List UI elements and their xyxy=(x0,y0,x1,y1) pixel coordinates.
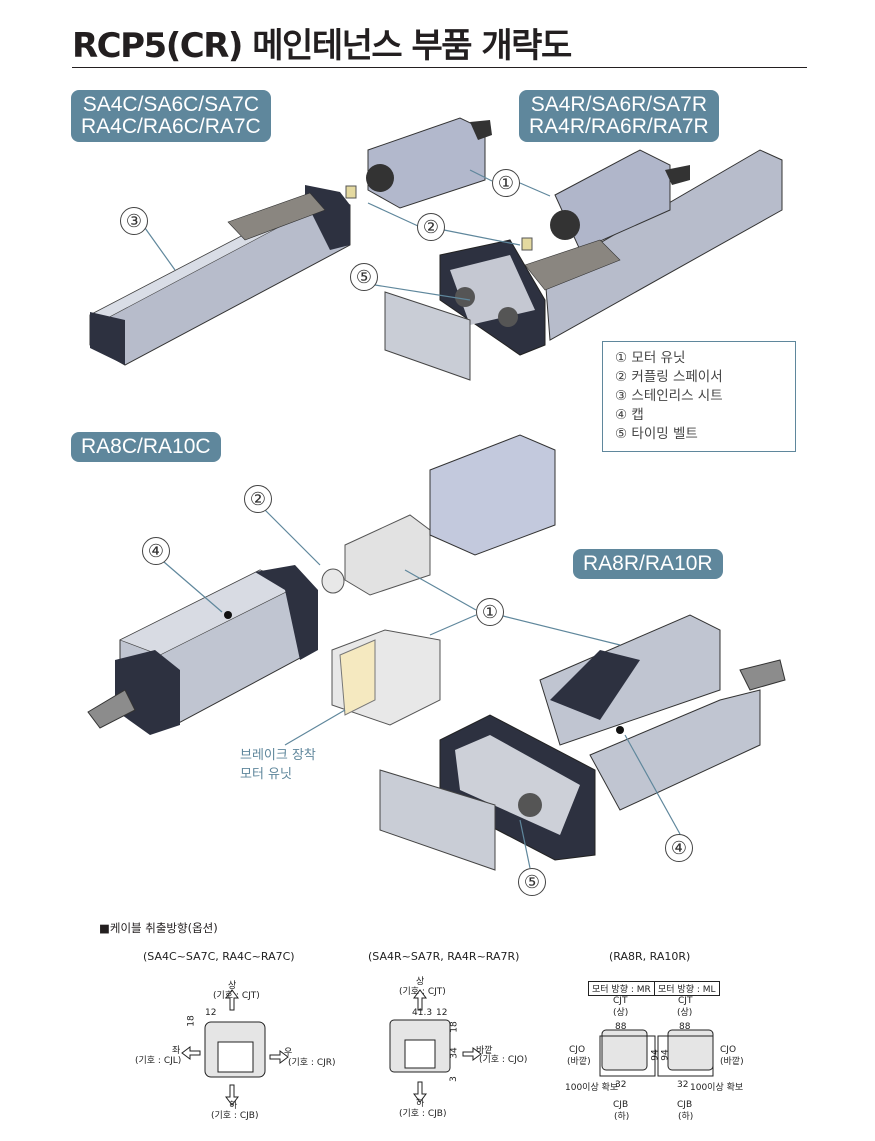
label-line: 모터 유닛 xyxy=(240,767,292,782)
code-top: (기호 : CJT) xyxy=(213,991,260,1001)
dimension: 94 xyxy=(650,1049,661,1061)
legend-item: ④ 캡 xyxy=(615,407,644,423)
direction-bottom: (하) xyxy=(678,1112,694,1122)
clearance-note: 100이상 확보 xyxy=(690,1083,744,1093)
label-line: 브레이크 장착 xyxy=(240,748,316,763)
diagram-3-caption: (RA8R, RA10R) xyxy=(609,950,691,963)
dimension: 94 xyxy=(660,1049,671,1061)
leader-lines xyxy=(144,169,681,869)
direction-bottom: 하 xyxy=(416,1099,425,1109)
motor-direction-ml: 모터 방향 : ML xyxy=(654,981,720,996)
cable-diagram-3-drawing xyxy=(599,1029,714,1077)
direction-top: (상) xyxy=(677,1008,693,1018)
direction-top: 상 xyxy=(416,977,425,987)
dimension: 18 xyxy=(449,1021,460,1033)
diagram-1-caption: (SA4C~SA7C, RA4C~RA7C) xyxy=(143,950,295,963)
legend-item: ② 커플링 스페이서 xyxy=(615,369,723,385)
parts-legend: ① 모터 유닛 ② 커플링 스페이서 ③ 스테인리스 시트 ④ 캡 ⑤ 타이밍 … xyxy=(602,341,796,452)
badge-line: RA4C/RA6C/RA7C xyxy=(81,115,261,138)
direction-left: 좌 xyxy=(172,1046,181,1056)
callout-5: ⑤ xyxy=(350,263,378,291)
cable-section-heading: ■케이블 취출방향(옵션) xyxy=(99,921,218,935)
direction-right: 우 xyxy=(284,1048,293,1058)
dimension: 88 xyxy=(615,1022,627,1032)
motor-direction-mr: 모터 방향 : MR xyxy=(588,981,655,996)
legend-item: ⑤ 타이밍 벨트 xyxy=(615,426,698,442)
callout-2: ② xyxy=(417,213,445,241)
callout-1: ① xyxy=(476,598,504,626)
cable-diagram-2-drawing xyxy=(389,989,482,1103)
dimension: 32 xyxy=(615,1080,627,1090)
dimension: 12 xyxy=(436,1008,448,1018)
motor-unit-illustration xyxy=(345,117,533,251)
legend-item: ③ 스테인리스 시트 xyxy=(615,388,723,404)
actuator-sa-c-illustration xyxy=(89,185,351,366)
callout-5: ⑤ xyxy=(518,868,546,896)
page-title: RCP5(CR) 메인테넌스 부품 개략도 xyxy=(72,26,572,66)
model-badge-ra8c: RA8C/RA10C xyxy=(71,432,221,462)
dimension: 12 xyxy=(205,1008,217,1018)
legend-item: ① 모터 유닛 xyxy=(615,350,686,366)
callout-3: ③ xyxy=(120,207,148,235)
code-top: (기호 : CJT) xyxy=(399,987,446,997)
code-left: (기호 : CJL) xyxy=(135,1056,182,1066)
callout-4: ④ xyxy=(142,537,170,565)
dimension: 88 xyxy=(679,1022,691,1032)
clearance-note: 100이상 확보 xyxy=(565,1083,619,1093)
dimension: 34 xyxy=(449,1047,460,1059)
actuator-ra8r-illustration xyxy=(379,614,786,871)
code-out: (기호 : CJO) xyxy=(479,1055,528,1065)
callout-1: ① xyxy=(492,169,520,197)
brake-motor-label: 브레이크 장착 모터 유닛 xyxy=(240,746,316,784)
model-badge-sa-r: SA4R/SA6R/SA7R RA4R/RA6R/RA7R xyxy=(519,90,719,142)
dimension: 18 xyxy=(186,1015,197,1027)
badge-line: SA4C/SA6C/SA7C xyxy=(82,93,259,116)
dimension: 32 xyxy=(677,1080,689,1090)
title-divider xyxy=(72,67,807,68)
callout-4: ④ xyxy=(665,834,693,862)
code-cjb: CJB xyxy=(613,1100,629,1110)
code-bottom: (기호 : CJB) xyxy=(399,1109,447,1119)
code-bottom: (기호 : CJB) xyxy=(211,1111,259,1121)
direction-out: (바깥) xyxy=(720,1057,744,1067)
dimension: 3 xyxy=(448,1076,459,1082)
diagram-2-caption: (SA4R~SA7R, RA4R~RA7R) xyxy=(368,950,520,963)
code-cjt: CJT xyxy=(678,996,693,1006)
actuator-ra8c-illustration xyxy=(87,434,556,735)
direction-top: 상 xyxy=(228,981,237,991)
model-badge-ra8r: RA8R/RA10R xyxy=(573,549,723,579)
model-badge-sa-c: SA4C/SA6C/SA7C RA4C/RA6C/RA7C xyxy=(71,90,271,142)
code-cjb: CJB xyxy=(677,1100,693,1110)
badge-line: RA4R/RA6R/RA7R xyxy=(529,115,709,138)
code-cjt: CJT xyxy=(613,996,628,1006)
badge-line: SA4R/SA6R/SA7R xyxy=(530,93,707,116)
direction-out: 바깥 xyxy=(476,1046,493,1056)
code-right: (기호 : CJR) xyxy=(288,1058,336,1068)
code-cjo: CJO xyxy=(720,1045,737,1055)
code-cjo: CJO xyxy=(569,1045,586,1055)
direction-out: (바깥) xyxy=(567,1057,591,1067)
direction-bottom: (하) xyxy=(614,1112,630,1122)
direction-bottom: 하 xyxy=(229,1101,238,1111)
direction-top: (상) xyxy=(613,1008,629,1018)
cable-diagram-1-drawing xyxy=(181,989,289,1106)
actuator-sa-r-illustration xyxy=(384,149,783,381)
dimension: 41.3 xyxy=(412,1008,433,1018)
callout-2: ② xyxy=(244,485,272,513)
